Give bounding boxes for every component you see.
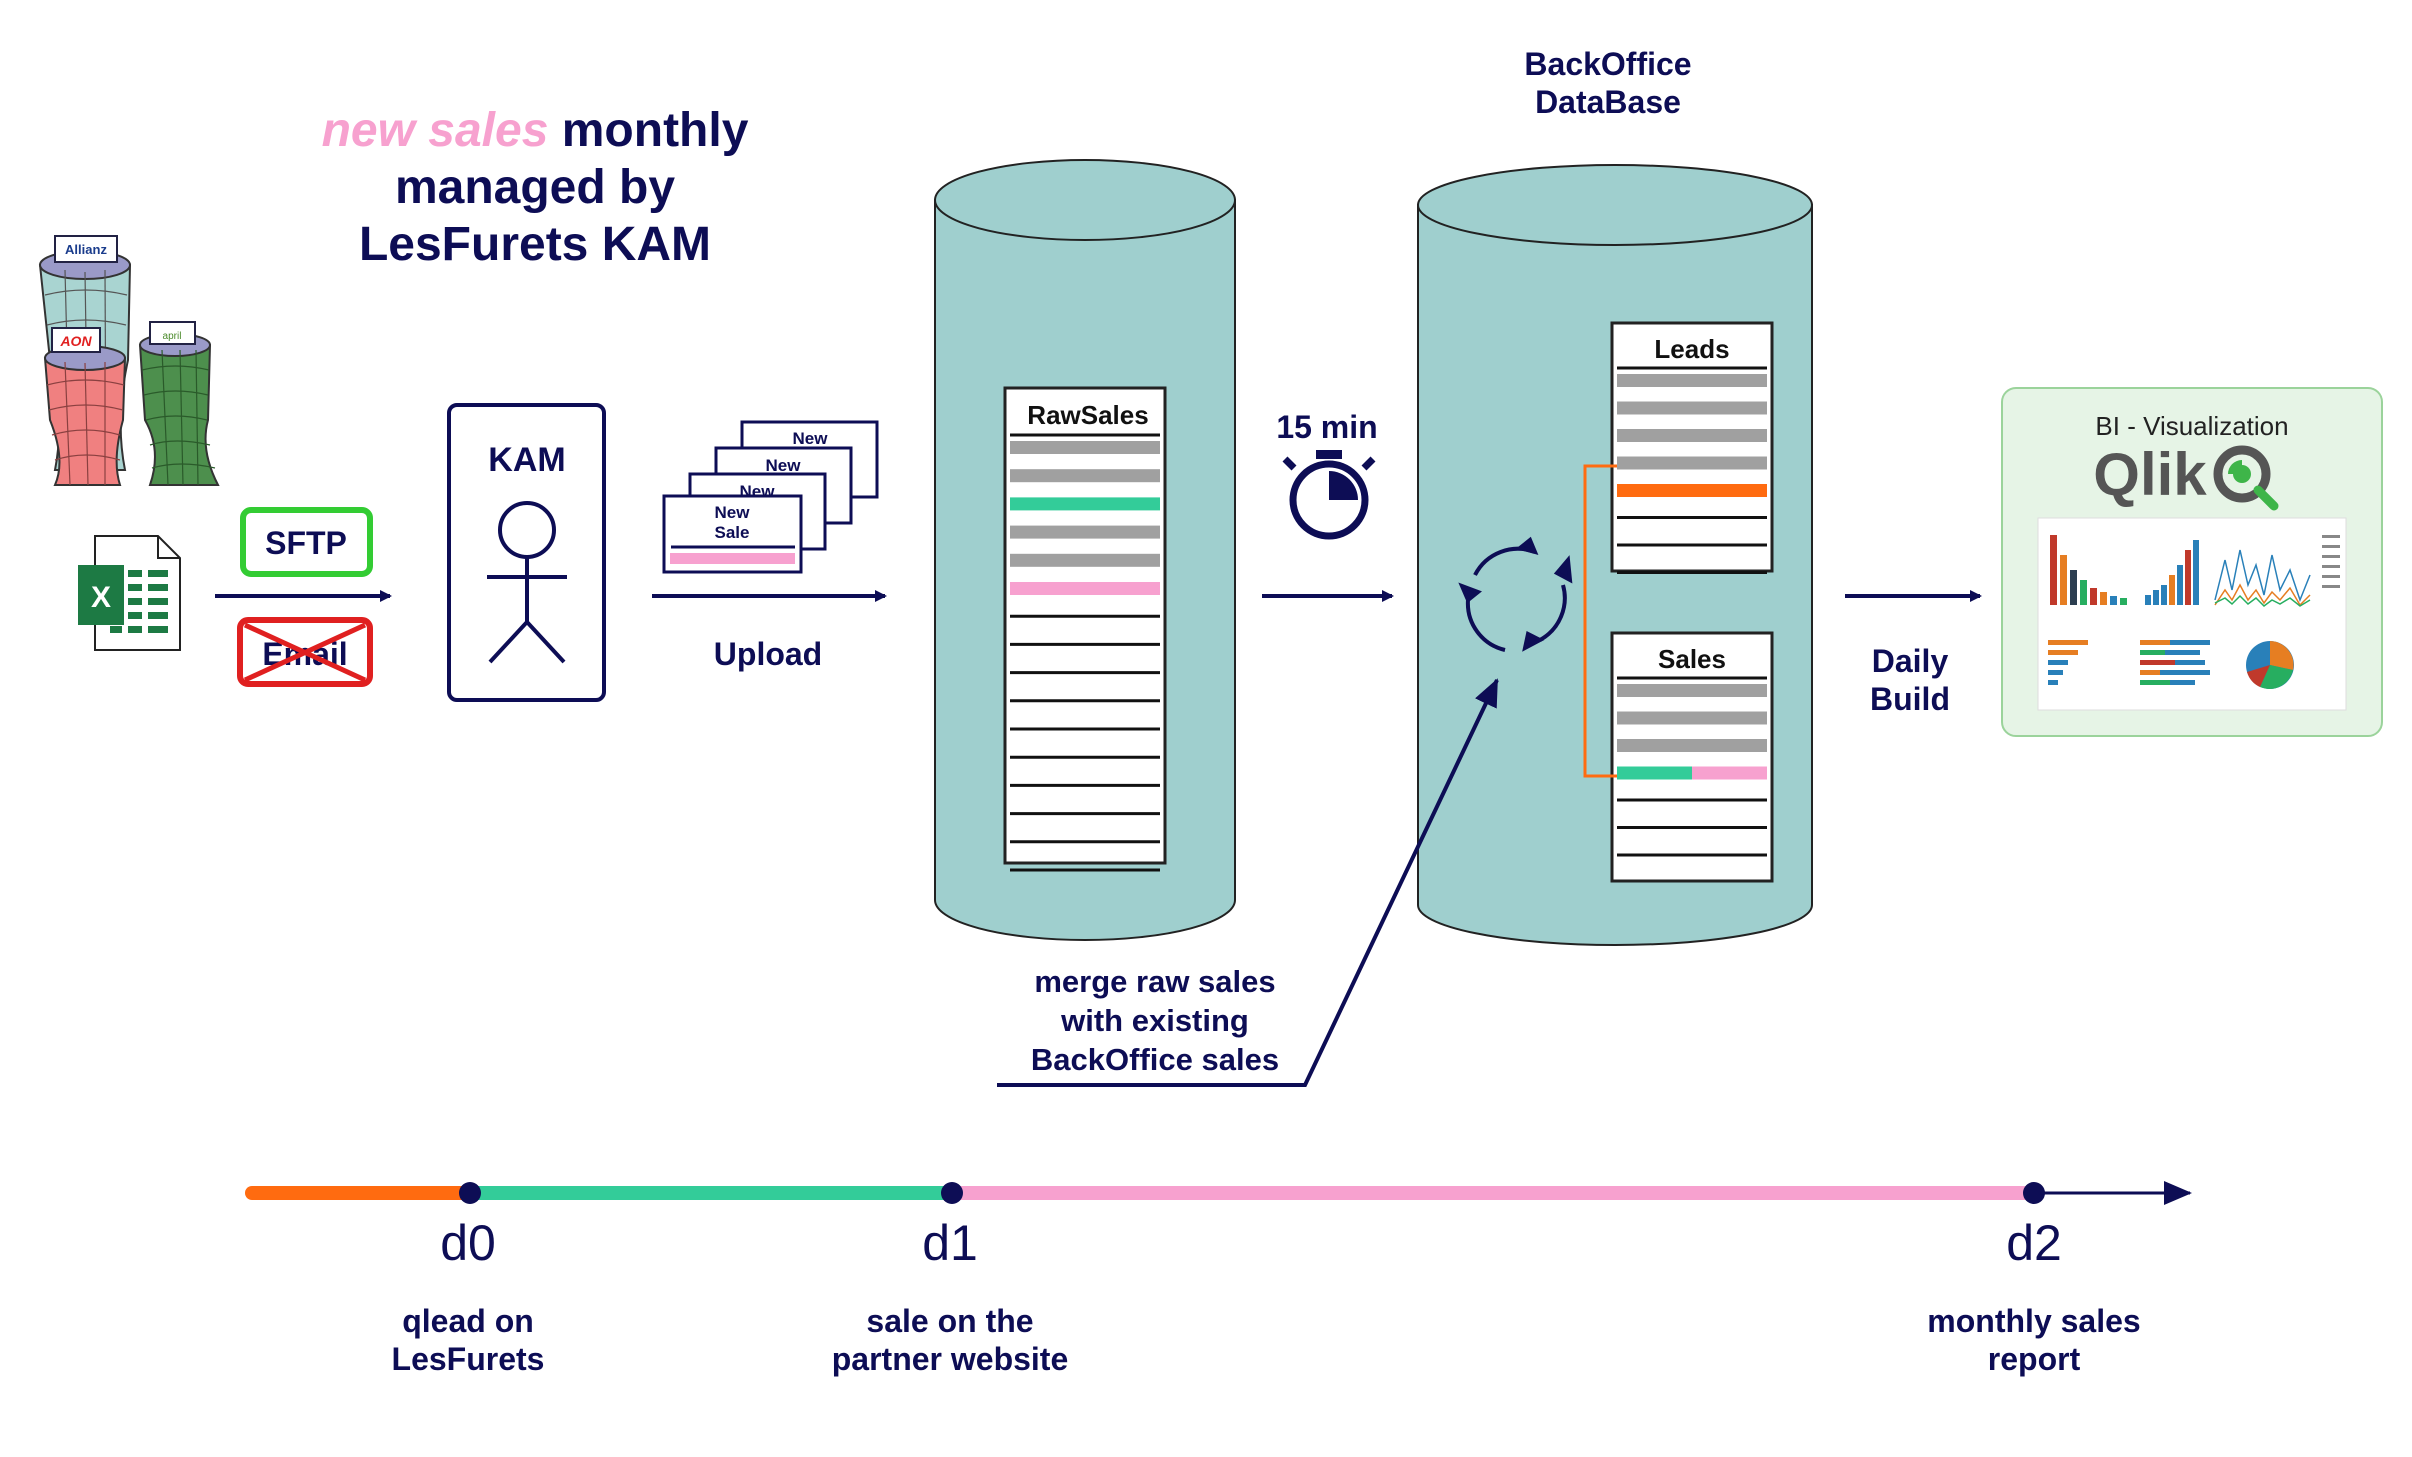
person-icon: [487, 501, 567, 664]
qlik-logo: Qlik: [2093, 441, 2279, 511]
merge-note: merge raw sales with existing BackOffice…: [1031, 964, 1279, 1077]
leads-row-grey: [1617, 429, 1767, 442]
leads-row-grey: [1617, 374, 1767, 387]
kam-label: KAM: [488, 441, 565, 479]
thumb-pie-chart: [2246, 641, 2294, 689]
upload-card-label: New: [793, 429, 829, 448]
leads-table: Leads: [1610, 321, 1774, 574]
aon-tower: AON: [43, 327, 127, 486]
backoffice-title-line1: BackOffice: [1524, 46, 1691, 82]
title-line-3: LesFurets KAM: [359, 218, 711, 271]
april-label: april: [163, 331, 182, 342]
qlik-wordmark: Qlik: [2093, 441, 2207, 508]
timeline-caption-d2: monthly sales: [1927, 1303, 2140, 1339]
allianz-logo: [54, 235, 118, 263]
april-logo: [149, 321, 196, 345]
merge-note-line: BackOffice sales: [1031, 1042, 1279, 1077]
thumb-hbar-chart: [2048, 640, 2088, 685]
timeline-caption-d1: sale on the: [866, 1303, 1033, 1339]
merge-note-line: with existing: [1060, 1003, 1249, 1038]
timeline-caption-d0: LesFurets: [392, 1341, 545, 1377]
daily-build-line: Build: [1870, 681, 1950, 717]
title-line-1: new sales monthly: [322, 104, 749, 157]
april-tower: april: [138, 321, 220, 486]
sales-title: Sales: [1658, 644, 1726, 674]
leads-row-grey: [1617, 401, 1767, 415]
aon-logo: [51, 327, 101, 353]
sftp-box: SFTP: [240, 507, 373, 577]
svg-text:X: X: [91, 581, 111, 614]
timeline-caption-d0: qlead on: [402, 1303, 534, 1339]
timeline-caption-d1: partner website: [832, 1341, 1069, 1377]
sftp-label: SFTP: [265, 525, 347, 561]
upload-label: Upload: [714, 636, 822, 672]
leads-row-grey: [1617, 456, 1767, 470]
allianz-label: Allianz: [65, 242, 107, 257]
timeline-point-d1: [941, 1182, 963, 1204]
rawsales-title: RawSales: [1027, 400, 1148, 430]
timeline-point-d2: [2023, 1182, 2045, 1204]
thumb-column-chart: [2145, 540, 2199, 605]
dashboard-thumbnail: [2037, 517, 2347, 711]
timer-label: 15 min: [1276, 409, 1377, 445]
rawsales-table: RawSales: [1003, 386, 1167, 872]
sales-row-linked-pink: [1692, 766, 1767, 780]
rawsales-row-grey: [1010, 553, 1160, 567]
thumb-line-chart: [2214, 549, 2311, 607]
timeline-label-d1: d1: [922, 1215, 978, 1271]
bi-panel: BI - Visualization Qlik: [2001, 387, 2383, 737]
rawsales-row-grey: [1010, 441, 1160, 454]
excel-icon: X: [78, 535, 181, 651]
merge-note-line: merge raw sales: [1034, 964, 1275, 999]
title-line1-rest: monthly: [548, 104, 748, 157]
backoffice-title-line2: DataBase: [1535, 84, 1681, 120]
rawsales-row-green: [1010, 497, 1160, 511]
timeline-label-d2: d2: [2006, 1215, 2062, 1271]
upload-card-label: New: [766, 456, 802, 475]
sync-icon: [1458, 536, 1573, 652]
kam-card: KAM: [447, 403, 606, 702]
sales-row-grey: [1617, 739, 1767, 752]
timeline-caption-d2: report: [1988, 1341, 2081, 1377]
sales-row-linked-green: [1617, 766, 1692, 780]
merge-arrow: [997, 678, 1499, 1087]
bi-title: BI - Visualization: [2095, 411, 2288, 441]
leads-row-orange: [1617, 484, 1767, 497]
aon-label: AON: [59, 333, 92, 349]
stopwatch-icon: [1282, 450, 1376, 540]
sales-row-grey: [1617, 684, 1767, 697]
thumb-legend: [2322, 535, 2340, 588]
partner-towers: Allianz april AON: [38, 235, 220, 486]
timeline-point-d0: [459, 1182, 481, 1204]
rawsales-row-grey: [1010, 525, 1160, 539]
timeline-label-d0: d0: [440, 1215, 496, 1271]
email-cross-line: [243, 622, 367, 683]
timeline: d0 d1 d2 qlead on LesFurets sale on the …: [245, 1181, 2192, 1377]
sales-row-grey: [1617, 711, 1767, 725]
leads-rows: [1617, 374, 1767, 574]
sales-table: Sales: [1610, 631, 1774, 883]
title-line-2: managed by: [395, 161, 675, 214]
rawsales-row-pink: [1010, 582, 1160, 595]
rawsales-row-grey: [1010, 469, 1160, 483]
title-block: new sales monthly managed by LesFurets K…: [322, 104, 749, 271]
thumb-stacked-bars: [2140, 640, 2210, 685]
daily-build-line: Daily: [1872, 643, 1949, 679]
thumb-bar-chart: [2050, 535, 2127, 605]
lead-sale-link: [1583, 464, 1617, 778]
leads-title: Leads: [1654, 334, 1729, 364]
sales-rows: [1617, 684, 1767, 857]
title-highlight: new sales: [322, 104, 549, 157]
email-box: Email: [237, 617, 373, 687]
rawsales-rows: [1010, 441, 1160, 872]
